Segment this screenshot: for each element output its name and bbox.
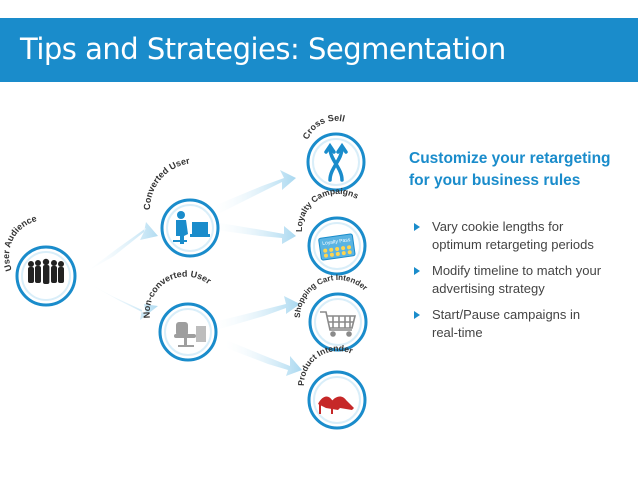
list-item: Vary cookie lengths for optimum retarget… [412, 218, 634, 254]
list-item: Modify timeline to match your advertisin… [412, 262, 634, 298]
node-cross-sell: Cross Sell [301, 113, 366, 192]
node-loyalty-campaigns: Loyalty Pass Loyalty Campaigns [294, 186, 367, 276]
bullet-arrow-icon [414, 311, 420, 319]
bullet-list: Vary cookie lengths for optimum retarget… [412, 218, 634, 350]
bullet-text: Vary cookie lengths for [432, 219, 564, 234]
cross-arrows-icon [324, 142, 348, 182]
node-user-audience: User Audience [1, 213, 77, 307]
node-product-intender: Product Intender [296, 343, 367, 430]
loyalty-card-text: Loyalty Pass [322, 237, 351, 247]
bullet-text: Start/Pause campaigns in [432, 307, 581, 322]
bullet-text: real-time [432, 325, 483, 340]
node-non-converted-user: Non-converted User [142, 269, 218, 362]
bullet-text: advertising strategy [432, 281, 545, 296]
people-group-icon [28, 258, 64, 284]
shopping-cart-icon [320, 311, 357, 337]
bullet-text: Modify timeline to match your [432, 263, 602, 278]
bullet-arrow-icon [414, 223, 420, 231]
node-converted-user: Converted User [142, 155, 220, 258]
bullet-text: optimum retargeting periods [432, 237, 594, 252]
red-high-heels-icon [318, 396, 354, 414]
page-title: Tips and Strategies: Segmentation [20, 32, 506, 66]
panel-heading: Customize your retargeting for your busi… [409, 148, 634, 192]
empty-chair-icon [174, 322, 206, 347]
segmentation-diagram: User Audience Converted User Non-conve [1, 113, 369, 430]
bullet-arrow-icon [414, 267, 420, 275]
connector-arrows [86, 170, 302, 376]
panel-heading-line: for your business rules [409, 172, 581, 189]
list-item: Start/Pause campaigns in real-time [412, 306, 634, 342]
header-banner: Tips and Strategies: Segmentation [0, 18, 638, 82]
panel-heading-line: Customize your retargeting [409, 150, 611, 167]
node-shopping-cart-intender: Shopping Cart Intender [293, 273, 369, 352]
loyalty-card-icon: Loyalty Pass [318, 233, 356, 261]
user-at-desk-icon [173, 211, 210, 244]
